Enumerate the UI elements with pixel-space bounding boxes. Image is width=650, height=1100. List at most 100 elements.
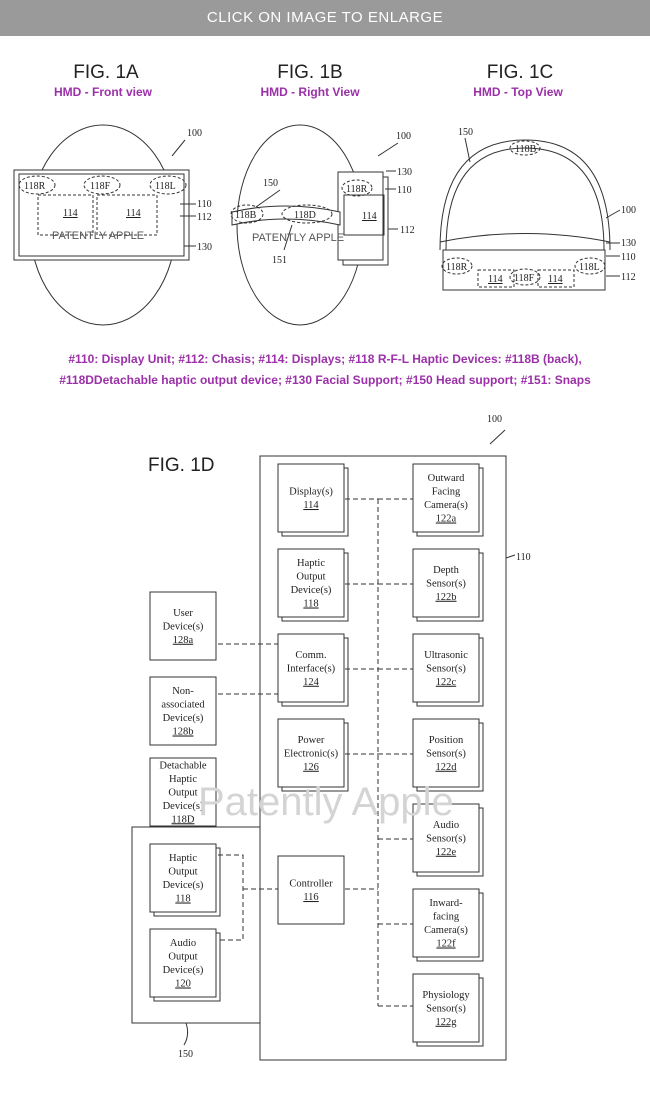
block-label: Ultrasonic	[424, 650, 468, 661]
label-114: 114	[126, 208, 141, 219]
block-ref-number: 122a	[436, 514, 457, 525]
block-label: Output	[168, 867, 197, 878]
ref-150-leader	[183, 1022, 189, 1046]
watermark: PATENTLY APPLE	[52, 230, 144, 242]
fig-1c-display-right	[537, 269, 575, 288]
watermark: Patently Apple	[198, 780, 454, 824]
block-ref-number: 120	[175, 979, 191, 990]
block-box	[277, 633, 345, 703]
block-label: Haptic	[297, 558, 325, 569]
label-118f: 118F	[90, 181, 111, 192]
block-label: Controller	[289, 879, 333, 890]
block-label: Device(s)	[291, 585, 332, 596]
block-box	[277, 548, 345, 618]
ref-112: 112	[621, 272, 636, 283]
fig-1c-display-unit	[442, 249, 606, 291]
block-label: Sensor(s)	[426, 1003, 466, 1014]
block-ref-number: 122c	[436, 677, 457, 688]
block-label: User	[173, 608, 193, 619]
fig-1a-haptic-118r	[18, 175, 56, 195]
block-label: Device(s)	[163, 801, 204, 812]
block-ref-number: 118D	[172, 814, 195, 825]
block-box	[412, 803, 480, 873]
ref-130: 130	[621, 238, 636, 249]
fig-1c-haptic-118r	[441, 257, 473, 275]
label-118d: 118D	[294, 210, 316, 221]
fig-1c-title: FIG. 1C	[486, 62, 554, 83]
fig-1a-leader-lines	[180, 203, 196, 247]
ref-150: 150	[263, 178, 278, 189]
ref-100: 100	[487, 414, 502, 425]
fig-1c-drawing	[439, 137, 621, 291]
ref-110: 110	[397, 185, 412, 196]
block-label: Device(s)	[163, 621, 204, 632]
ref-130: 130	[397, 167, 412, 178]
block-ref-number: 118	[303, 599, 318, 610]
fig-1c-display-left	[477, 269, 515, 288]
ref-100: 100	[621, 205, 636, 216]
hmd-outline-110	[259, 455, 507, 1061]
label-118l: 118L	[155, 181, 176, 192]
block-label: Device(s)	[163, 713, 204, 724]
head-support-outline-150	[131, 826, 261, 1024]
fig-1a-display-unit	[13, 169, 190, 261]
label-118r: 118R	[24, 181, 46, 192]
ref-110-leader	[505, 554, 516, 559]
block-box	[277, 718, 345, 788]
ref-150: 150	[458, 127, 473, 138]
block-label: facing	[433, 912, 460, 923]
fig-1b-haptic-118b	[230, 204, 264, 224]
hmd-views-drawing: 118R 118F 118L 114 114 100 110 112 130 P…	[13, 124, 636, 326]
ref-100: 100	[396, 131, 411, 142]
block-label: Outward	[428, 473, 465, 484]
block-ref-number: 122g	[436, 1017, 458, 1028]
fig-1b-haptic-118r	[341, 179, 373, 197]
block-label: Audio	[170, 938, 196, 949]
block-box	[149, 591, 217, 661]
fig-1c-band-inner	[445, 147, 605, 251]
block-label: Position	[429, 735, 464, 746]
ref-110: 110	[621, 252, 636, 263]
ref-150: 150	[178, 1049, 193, 1060]
block-display: Display(s)114	[277, 463, 349, 537]
block-label: Sensor(s)	[426, 663, 466, 674]
fig-1a-drawing	[13, 124, 196, 326]
fig-1a-title: FIG. 1A	[73, 62, 139, 83]
fig-1c-haptic-118f	[509, 268, 541, 286]
label-118l: 118L	[579, 262, 600, 273]
block-label: Sensor(s)	[426, 833, 466, 844]
block-box	[149, 928, 217, 998]
caption-line-1: #110: Display Unit; #112: Chasis; #114: …	[68, 352, 582, 366]
fig-1b-haptic-118d	[281, 204, 333, 224]
block-label: Device(s)	[163, 965, 204, 976]
ref-130: 130	[197, 242, 212, 253]
block-label: Haptic	[169, 853, 197, 864]
block-box	[412, 973, 480, 1043]
block-ref-number: 122b	[436, 592, 457, 603]
block-box	[412, 718, 480, 788]
label-114: 114	[362, 211, 377, 222]
block-label: Audio	[433, 820, 459, 831]
block-ref-number: 126	[303, 762, 319, 773]
ref-151: 151	[272, 255, 287, 266]
label-118r: 118R	[446, 262, 468, 273]
enlarge-image-bar[interactable]: CLICK ON IMAGE TO ENLARGE	[0, 0, 650, 36]
block-label: Comm.	[295, 650, 326, 661]
block-label: associated	[161, 700, 205, 711]
block-box	[412, 548, 480, 618]
ref-100-arrow	[489, 429, 506, 445]
block-box	[412, 888, 480, 958]
block-label: Depth	[433, 565, 459, 576]
fig-1d-block-diagram: Display(s)114HapticOutputDevice(s)118Com…	[131, 414, 531, 1061]
label-114: 114	[548, 274, 563, 285]
